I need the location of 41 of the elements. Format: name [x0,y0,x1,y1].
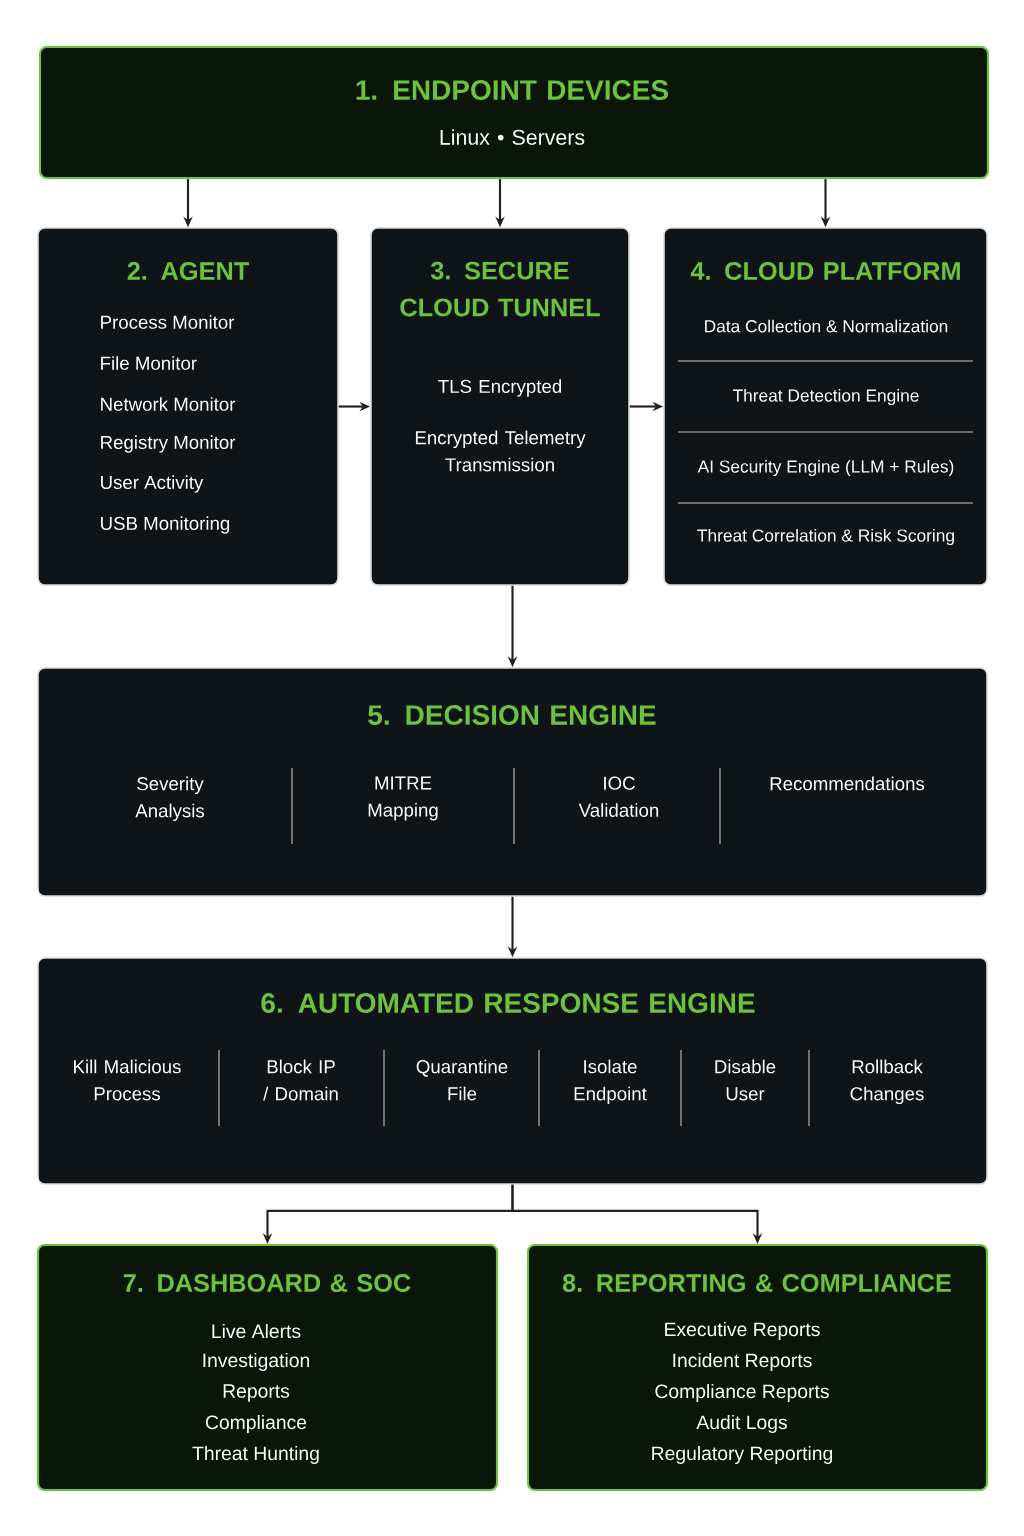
panel-item: Block IP / Domain [263,1059,338,1101]
panel-item: TLS Encrypted [438,379,562,397]
panel-item: MITRE Mapping [368,776,438,821]
panel-item: Reports [223,1384,290,1402]
panel-heading: 1. ENDPOINT DEVICES [356,80,669,100]
panel-item: Executive Reports [665,1322,820,1340]
panel-heading: 7. DASHBOARD & SOC [123,1274,411,1292]
panel-item: Severity Analysis [135,776,205,822]
panel-item: Regulatory Reporting [652,1446,833,1465]
panel-item: Threat Correlation & Risk Scoring [697,528,954,546]
panel-item: USB Monitoring [101,516,230,534]
panel-item: Kill Malicious Process [74,1059,181,1101]
panel-heading: 8. REPORTING & COMPLIANCE [562,1274,951,1292]
panel-item: AI Security Engine (LLM + Rules) [697,459,954,477]
panel-item: Investigation [203,1353,309,1372]
panel-item: Compliance Reports [655,1384,829,1403]
panel-item: Isolate Endpoint [574,1059,647,1105]
panel-item: Threat Detection Engine [732,388,919,406]
panel-item: Rollback Changes [850,1059,924,1105]
panel-item: User Activity [101,475,204,493]
panel-item: Audit Logs [696,1415,787,1434]
panel-item: Incident Reports [673,1353,812,1372]
panel-item: Threat Hunting [192,1446,319,1465]
panel-heading: 2. AGENT [127,262,249,280]
panel-item: Quarantine File [416,1059,508,1101]
panel-item: IOC Validation [578,776,659,817]
panel-item: Encrypted Telemetry Transmission [415,430,586,472]
panel-item: Disable User [715,1059,776,1101]
panel-item: Registry Monitor [101,435,236,453]
panel-item: Linux • Servers [440,129,585,145]
panel-item: Data Collection & Normalization [705,319,948,333]
panel-item: Process Monitor [101,315,235,329]
panel-item: Compliance [205,1415,307,1434]
panel-item: Recommendations [770,776,925,791]
panel-heading: 4. CLOUD PLATFORM [690,262,960,280]
panel-heading: 3. SECURE CLOUD TUNNEL [400,261,600,317]
panel-heading: 6. AUTOMATED RESPONSE ENGINE [261,993,755,1013]
panel-item: Network Monitor [101,397,236,411]
panel-heading: 5. DECISION ENGINE [368,705,656,725]
panel-item: File Monitor [101,356,197,370]
panel-item: Live Alerts [212,1323,301,1339]
